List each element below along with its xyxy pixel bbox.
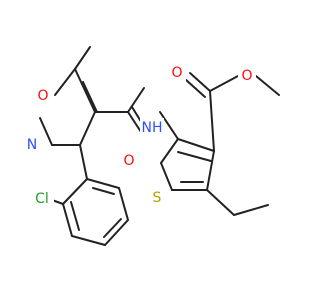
phenyl-inner-double-bond-2: [103, 218, 122, 238]
thiophene-bond-c2-s: [160, 138, 179, 164]
thiophene-sulfur-label: S: [153, 190, 162, 206]
ethyl-bond-2: [233, 204, 269, 216]
ester-methoxy-oxygen-label: O: [241, 68, 252, 84]
molecule-diagram: O N NH O O O S Cl: [23, 46, 280, 246]
phenyl-bond-4: [104, 219, 129, 246]
isoxazole-double-bond-inner: [82, 81, 98, 113]
phenyl-bond-6: [86, 178, 120, 189]
thiophene-inner-double-bond-1: [177, 151, 212, 162]
isoxazole-o-bg: [34, 87, 52, 105]
ethyl-bond-1: [206, 189, 235, 216]
bond-layer: [39, 46, 280, 246]
amide-nh-bond: [127, 87, 145, 113]
phenyl-bond-5: [118, 187, 129, 221]
isoxazole-bond-c5-c4: [74, 68, 96, 113]
isoxazole-n-bg: [23, 137, 41, 155]
structure-canvas: O N NH O O O S Cl: [23, 46, 280, 246]
isoxazole-oxygen-label: O: [37, 88, 48, 104]
nh-thiophene-bond: [159, 111, 179, 140]
isoxazole-bond-o-c5: [54, 68, 76, 96]
ester-carbonyl-o-bg: [168, 64, 186, 82]
amide-oxygen-label: O: [123, 153, 134, 169]
phenyl-inner-double-bond-3: [92, 187, 115, 195]
ester-oxygen-bond: [209, 75, 239, 92]
methoxy-bond: [255, 75, 280, 96]
amide-nh-bg: [140, 118, 164, 136]
amide-nh-label: NH: [142, 120, 163, 136]
thiophene-bond-c4-c3: [206, 150, 215, 191]
thiophene-bond-s-c5: [160, 162, 173, 191]
isoxazole-bond-n-o: [39, 117, 53, 146]
isoxazole-bond-c4-c3: [79, 111, 96, 146]
phenyl-bond-3: [71, 235, 106, 246]
ester-carbonyl-bond: [189, 72, 211, 92]
chlorine-bg: [30, 190, 54, 208]
methyl-bond: [74, 46, 91, 70]
thiophene-s-bg: [148, 189, 166, 207]
amide-o-bg: [120, 152, 138, 170]
phenyl-bond-1: [62, 178, 88, 205]
isoxazole-nitrogen-label: N: [27, 137, 37, 153]
phenyl-bond-2: [62, 203, 73, 237]
chlorine-label: Cl: [35, 191, 49, 207]
ester-carbon-bond: [209, 90, 215, 152]
phenyl-inner-double-bond-1: [70, 201, 80, 231]
ester-carbonyl-double-bond: [184, 78, 206, 98]
atom-label-layer: O N NH O O O S Cl: [23, 64, 256, 208]
ester-carbonyl-oxygen-label: O: [171, 65, 182, 81]
isoxazole-phenyl-bond: [79, 144, 88, 180]
thiophene-bond-c3-c2: [177, 138, 215, 152]
ester-methoxy-o-bg: [238, 67, 256, 85]
